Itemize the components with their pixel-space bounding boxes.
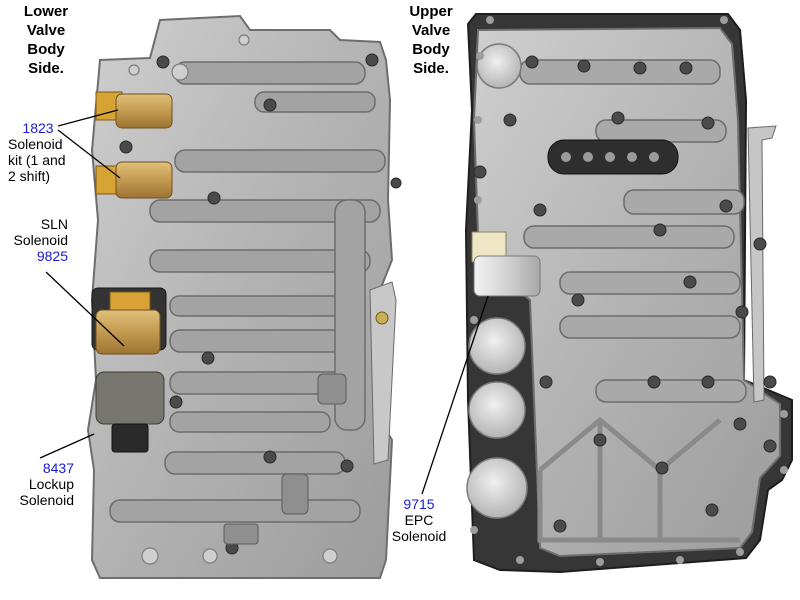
port xyxy=(322,548,338,564)
callout-9715-label: EPC Solenoid xyxy=(391,512,447,544)
port xyxy=(238,34,250,46)
port xyxy=(202,548,218,564)
callout-1823-label: Solenoid kit (1 and 2 shift) xyxy=(8,136,66,184)
upper-spool-bores xyxy=(519,59,747,403)
leader-1823-a xyxy=(57,109,119,127)
port-rect xyxy=(223,523,259,545)
port xyxy=(141,547,159,565)
port xyxy=(128,64,140,76)
bore xyxy=(169,329,351,353)
bore xyxy=(164,451,346,475)
detent-lever xyxy=(369,281,397,465)
callout-8437-label: Lockup Solenoid xyxy=(19,476,75,508)
bore xyxy=(523,225,735,249)
leader-1823-b xyxy=(57,129,121,179)
callout-1823-number: 1823 xyxy=(22,120,54,136)
bore xyxy=(623,189,745,215)
callout-8437: 8437 Lockup Solenoid xyxy=(8,460,75,508)
lever-pin xyxy=(375,311,389,325)
bore xyxy=(559,315,741,339)
disc xyxy=(466,457,528,519)
lower-valve-body xyxy=(86,14,402,579)
shift-solenoid-2 xyxy=(95,161,173,199)
sln-solenoid xyxy=(91,287,167,355)
bore xyxy=(174,149,386,173)
bore xyxy=(174,61,366,85)
callout-9715: 9715 EPC Solenoid xyxy=(388,496,450,544)
slot-holes xyxy=(561,152,659,162)
bolt xyxy=(340,459,354,473)
bolt xyxy=(365,53,379,67)
disc xyxy=(468,317,526,375)
bore xyxy=(254,91,376,113)
bolt xyxy=(201,351,215,365)
bore xyxy=(149,199,381,223)
upper-valve-body xyxy=(464,13,793,574)
bolt xyxy=(390,177,402,189)
bore xyxy=(169,411,331,433)
bore xyxy=(334,199,366,431)
port xyxy=(171,63,189,81)
disc xyxy=(476,43,522,89)
callout-8437-number: 8437 xyxy=(42,460,74,476)
lockup-solenoid xyxy=(95,371,165,453)
bolt xyxy=(207,191,221,205)
bolt xyxy=(156,55,170,69)
leader-9825 xyxy=(45,271,125,347)
callout-9825: SLN Solenoid 9825 xyxy=(8,216,69,264)
disc xyxy=(468,381,526,439)
upper-valve-body-heading: Upper Valve Body Side. xyxy=(409,3,453,77)
callout-1823: 1823 Solenoid kit (1 and 2 shift) xyxy=(8,120,68,184)
callout-9825-label: SLN Solenoid xyxy=(13,216,69,248)
callout-9715-number: 9715 xyxy=(403,496,435,512)
leader-9715 xyxy=(421,295,489,495)
epc-solenoid xyxy=(471,231,541,297)
bolt xyxy=(119,140,133,154)
leader-8437 xyxy=(39,433,95,459)
lower-valve-body-heading: Lower Valve Body Side. xyxy=(23,3,69,77)
bolt xyxy=(263,450,277,464)
accumulator-discs xyxy=(466,43,528,519)
bolt xyxy=(263,98,277,112)
bore xyxy=(169,295,351,317)
leader-lines xyxy=(39,109,489,495)
upper-bolts xyxy=(473,55,777,533)
bore xyxy=(149,249,371,273)
bolt xyxy=(169,395,183,409)
manual-lever xyxy=(747,125,777,403)
gasket-holes xyxy=(470,16,788,566)
port-rect xyxy=(317,373,347,405)
lower-ports xyxy=(128,34,338,565)
callout-9825-number: 9825 xyxy=(36,248,68,264)
bore xyxy=(109,499,361,523)
bore xyxy=(595,379,747,403)
port-rect xyxy=(281,473,309,515)
bore xyxy=(559,271,741,295)
